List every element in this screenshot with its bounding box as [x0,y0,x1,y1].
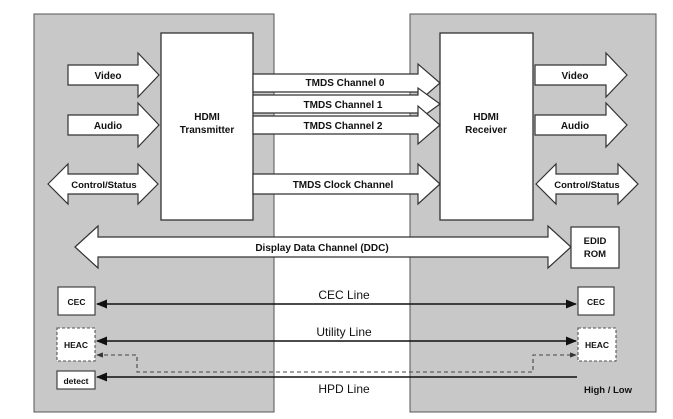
edid-rom-box [570,226,620,269]
cec-left-label: CEC [68,297,86,307]
cec-line-label: CEC Line [318,288,370,302]
audio-input-label: Audio [94,121,122,132]
audio-output-label: Audio [561,121,589,132]
receiver-title-line1: HDMI [473,112,499,123]
hpd-state-label: High / Low [584,385,633,396]
cec-right-label: CEC [587,297,605,307]
control-status-left-label: Control/Status [71,180,136,191]
receiver-title-line2: Receiver [465,125,507,136]
video-output-arrow [534,51,628,99]
edid-rom-line2: ROM [584,249,606,260]
tmds-clock-channel-arrow [252,162,441,206]
edid-rom-line1: EDID [584,236,607,247]
control-status-right-label: Control/Status [554,180,619,191]
control-status-left-arrow [47,162,159,206]
transmitter-title-line1: HDMI [194,112,220,123]
audio-input-arrow [67,101,160,149]
hpd-line-label: HPD Line [318,382,370,396]
heac-left-box [56,327,96,362]
tmds-channel-2-label: TMDS Channel 2 [304,121,383,132]
heac-right-label: HEAC [585,340,609,350]
heac-right-box [577,327,617,362]
detect-box [56,370,96,390]
transmitter-title-line2: Transmitter [180,125,235,136]
tmds-channel-0-label: TMDS Channel 0 [306,78,385,89]
cec-left-box [57,286,96,316]
utility-line-label: Utility Line [316,325,372,339]
heac-left-label: HEAC [64,340,88,350]
video-output-label: Video [561,71,588,82]
ddc-label: Display Data Channel (DDC) [255,243,388,254]
video-input-arrow [67,51,160,99]
audio-output-arrow [534,101,628,149]
tmds-channel-1-label: TMDS Channel 1 [304,100,383,111]
tmds-clock-channel-label: TMDS Clock Channel [293,180,394,191]
control-status-right-arrow [535,162,639,206]
hdmi-transmitter-block [160,32,254,221]
cec-right-box [577,286,615,316]
detect-label: detect [63,376,88,386]
tmds-channel-2-arrow [252,104,441,146]
heac-hpd-dashed-link [96,352,577,373]
tmds-channel-1-arrow [252,86,442,122]
tmds-channel-0-arrow [252,62,441,104]
hdmi-receiver-block [439,32,534,221]
video-input-label: Video [94,71,121,82]
